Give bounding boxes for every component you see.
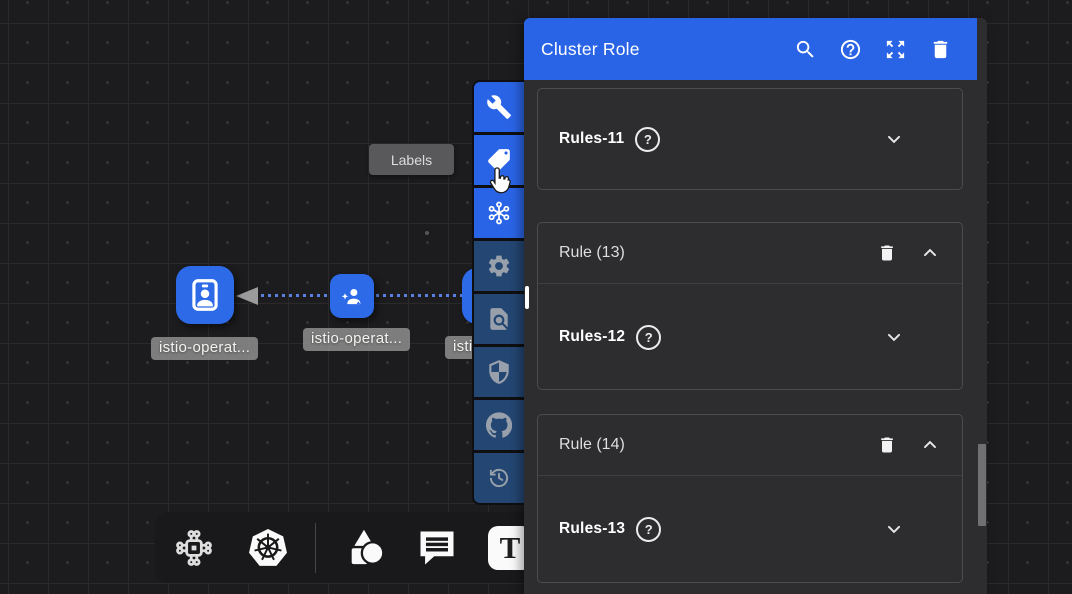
circuit-icon[interactable] (171, 525, 217, 571)
rule-card: Rule (13) Rules-12 ? (537, 222, 963, 390)
field-row: Rules-11 ? (538, 89, 962, 189)
github-button[interactable] (474, 400, 524, 450)
node-label: istio-operat... (303, 328, 411, 351)
rules-card: Rules-11 ? (537, 88, 963, 190)
wrench-button[interactable] (474, 82, 524, 132)
shapes-icon[interactable] (340, 525, 386, 571)
chevron-down-icon[interactable] (884, 519, 904, 539)
doc-search-icon (490, 308, 508, 330)
node-service-account[interactable] (330, 274, 374, 318)
chevron-down-icon[interactable] (884, 129, 904, 149)
wrench-icon (487, 95, 511, 119)
chevron-down-icon[interactable] (884, 327, 904, 347)
search-icon[interactable] (794, 38, 817, 61)
help-icon[interactable]: ? (635, 126, 661, 152)
history-button[interactable] (474, 453, 524, 503)
trash-icon[interactable] (929, 38, 952, 61)
field-row: Rules-13 ? (538, 476, 962, 582)
help-icon[interactable]: ? (636, 324, 662, 350)
field-label: Rules-11 (559, 130, 625, 147)
labels-tooltip: Labels (369, 144, 454, 175)
canvas-dot (425, 231, 429, 235)
comment-icon[interactable] (414, 525, 460, 571)
help-icon[interactable] (839, 38, 862, 61)
chevron-up-icon[interactable] (920, 435, 940, 455)
rule-title: Rule (13) (559, 244, 625, 261)
hub-icon (488, 201, 510, 225)
help-icon[interactable]: ? (636, 516, 662, 542)
chevron-up-icon[interactable] (920, 243, 940, 263)
tag-icon (488, 149, 510, 171)
node-label: istio-operat... (151, 337, 259, 360)
history-icon (489, 468, 509, 488)
hub-button[interactable] (474, 188, 524, 238)
id-badge-icon (186, 276, 224, 314)
cursor-hand-icon (487, 163, 515, 195)
toolbar-divider (315, 522, 316, 573)
field-label: Rules-12 (559, 328, 626, 345)
rule-header[interactable]: Rule (14) (538, 415, 962, 476)
gear-icon (488, 255, 510, 277)
shield-button[interactable] (474, 347, 524, 397)
bottom-toolbar: T (155, 512, 540, 583)
trash-icon[interactable] (877, 435, 897, 455)
panel-header: Cluster Role (524, 18, 977, 80)
rule-card: Rule (14) Rules-13 ? (537, 414, 963, 583)
panel-title: Cluster Role (541, 38, 640, 59)
kubernetes-icon[interactable] (245, 525, 291, 571)
shield-icon (489, 360, 509, 384)
left-toolbar (472, 80, 530, 505)
settings-button[interactable] (474, 241, 524, 291)
panel-resize-handle[interactable] (525, 286, 529, 309)
expand-icon[interactable] (884, 38, 907, 61)
cluster-role-panel: Cluster Role Rules-11 ? (524, 18, 987, 594)
node-cluster-role[interactable] (176, 266, 234, 324)
field-label: Rules-13 (559, 520, 626, 537)
edge-dotted-right (376, 294, 464, 297)
field-row: Rules-12 ? (538, 284, 962, 390)
panel-scrollbar[interactable] (978, 444, 986, 526)
rule-header[interactable]: Rule (13) (538, 223, 962, 284)
github-icon (486, 412, 512, 438)
edge-dotted-left (254, 294, 330, 297)
trash-icon[interactable] (877, 243, 897, 263)
doc-search-button[interactable] (474, 294, 524, 344)
service-account-icon (338, 282, 366, 310)
edge-arrowhead-icon (236, 287, 258, 305)
rule-title: Rule (14) (559, 436, 625, 453)
